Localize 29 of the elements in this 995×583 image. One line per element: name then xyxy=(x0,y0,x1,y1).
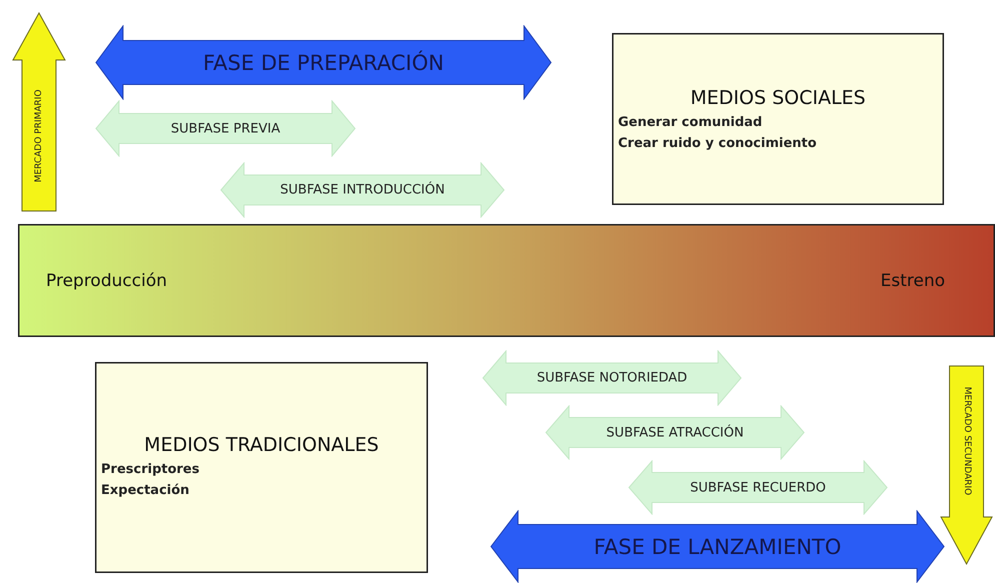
bar-label: Estreno xyxy=(880,270,945,290)
subphase-banner xyxy=(482,350,742,406)
bar-label: Preproducción xyxy=(46,270,167,290)
box-text: Expectación xyxy=(101,483,190,498)
box-text: Generar comunidad xyxy=(618,115,762,130)
subphase-banner xyxy=(628,460,888,515)
arrow-label: MERCADO SECUNDARIO xyxy=(962,386,972,496)
box-text: Crear ruido y conocimiento xyxy=(618,136,817,151)
subphase-label: SUBFASE INTRODUCCIÓN xyxy=(280,182,445,198)
box-title: MEDIOS SOCIALES xyxy=(690,87,866,109)
phase-banner xyxy=(95,25,552,100)
market-banner xyxy=(12,12,66,212)
gradient-bar xyxy=(18,224,995,337)
subphase-banner xyxy=(545,405,805,460)
market-banner xyxy=(940,365,993,565)
subphase-label: SUBFASE ATRACCIÓN xyxy=(606,425,744,440)
box-text: Prescriptores xyxy=(101,462,200,477)
subphase-label: SUBFASE PREVIA xyxy=(170,121,280,136)
arrow-label: MERCADO PRIMARIO xyxy=(34,90,44,182)
text-box xyxy=(95,362,428,573)
box-title: MEDIOS TRADICIONALES xyxy=(144,434,379,456)
subphase-banner xyxy=(95,100,356,157)
phase-banner xyxy=(490,510,945,583)
phase-label: FASE DE PREPARACIÓN xyxy=(203,50,444,74)
subphase-label: SUBFASE NOTORIEDAD xyxy=(536,370,688,386)
subphase-label: SUBFASE RECUERDO xyxy=(690,480,826,495)
phase-label: FASE DE LANZAMIENTO xyxy=(594,534,842,558)
text-box xyxy=(612,33,944,205)
subphase-banner xyxy=(220,162,505,218)
